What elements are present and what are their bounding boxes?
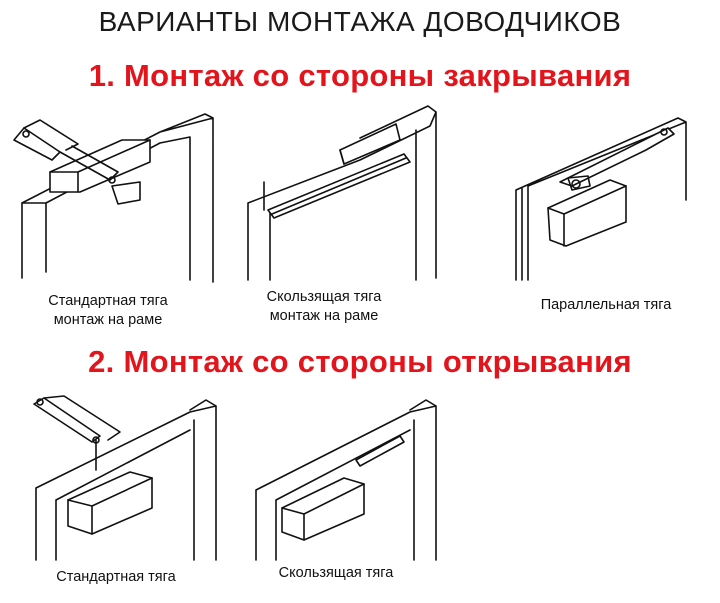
caption-parallel-arm: Параллельная тяга bbox=[516, 296, 696, 315]
section-heading-closing-side: 1. Монтаж со стороны закрывания bbox=[88, 58, 632, 93]
caption-standard-arm-frame: Стандартная тяга монтаж на раме bbox=[28, 292, 188, 330]
caption-sliding-arm-frame: Скользящая тяга монтаж на раме bbox=[244, 288, 404, 326]
caption-line: Скользящая тяга bbox=[278, 565, 394, 581]
caption-line: Скользящая тяга bbox=[266, 289, 382, 305]
caption-standard-arm-opening: Стандартная тяга bbox=[36, 568, 196, 587]
section-heading-opening-side: 2. Монтаж со стороны открывания bbox=[88, 344, 632, 379]
caption-line: Параллельная тяга bbox=[540, 297, 672, 313]
caption-line: Стандартная тяга bbox=[48, 293, 168, 309]
caption-line: монтаж на раме bbox=[53, 312, 163, 328]
caption-sliding-arm-opening: Скользящая тяга bbox=[256, 564, 416, 583]
main-title: ВАРИАНТЫ МОНТАЖА ДОВОДЧИКОВ bbox=[98, 6, 622, 37]
caption-line: Стандартная тяга bbox=[56, 569, 176, 585]
caption-line: монтаж на раме bbox=[269, 308, 379, 324]
